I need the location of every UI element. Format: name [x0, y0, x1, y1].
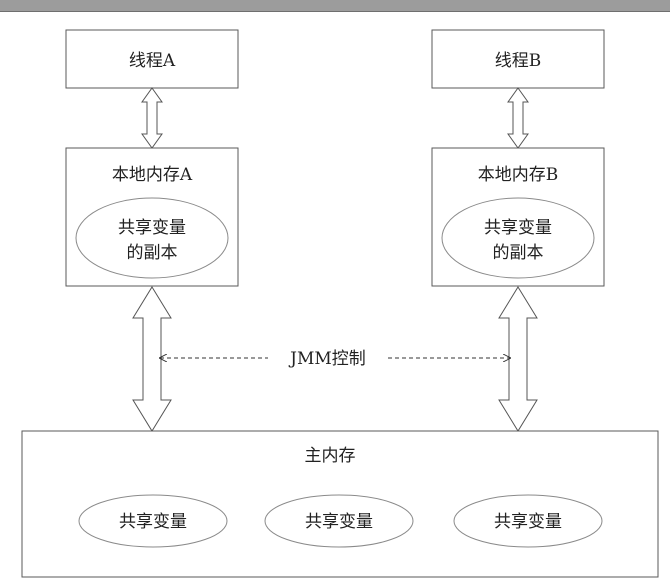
- local-copy-a-ellipse: [75, 197, 229, 279]
- jmm-control-connector: JMM控制: [160, 349, 510, 369]
- local-memory-a-title: 本地内存A: [112, 165, 193, 185]
- local-memory-b-title: 本地内存B: [478, 165, 559, 185]
- local-copy-a-line1: 共享变量: [118, 218, 186, 238]
- local-copy-b-line1: 共享变量: [484, 218, 552, 238]
- thread-b-node: 线程B: [431, 29, 605, 89]
- thread-a-node: 线程A: [65, 29, 239, 89]
- local-a-main-memory-arrow: [132, 286, 172, 432]
- shared-variable-ellipse-2: [264, 494, 414, 548]
- thread-a-local-a-arrow: [141, 87, 163, 149]
- jmm-control-label: JMM控制: [288, 349, 366, 369]
- local-copy-b-ellipse: [441, 197, 595, 279]
- shared-variable-1: 共享变量: [119, 512, 187, 532]
- shared-variable-3: 共享变量: [494, 512, 562, 532]
- thread-b-local-b-arrow: [507, 87, 529, 149]
- main-memory-title: 主内存: [305, 446, 356, 466]
- local-b-main-memory-arrow: [498, 286, 538, 432]
- main-memory-node: 主内存 共享变量 共享变量 共享变量: [21, 430, 659, 578]
- local-memory-b-node: 本地内存B 共享变量 的副本: [431, 147, 605, 287]
- local-copy-b-line2: 的副本: [493, 243, 544, 263]
- local-copy-a-line2: 的副本: [127, 243, 178, 263]
- shared-variable-ellipse-1: [78, 494, 228, 548]
- shared-variable-ellipse-3: [453, 494, 603, 548]
- thread-b-label: 线程B: [495, 51, 542, 71]
- local-memory-a-node: 本地内存A 共享变量 的副本: [65, 147, 239, 287]
- thread-a-label: 线程A: [129, 51, 176, 71]
- top-border-bar: [0, 0, 670, 12]
- shared-variable-2: 共享变量: [305, 512, 373, 532]
